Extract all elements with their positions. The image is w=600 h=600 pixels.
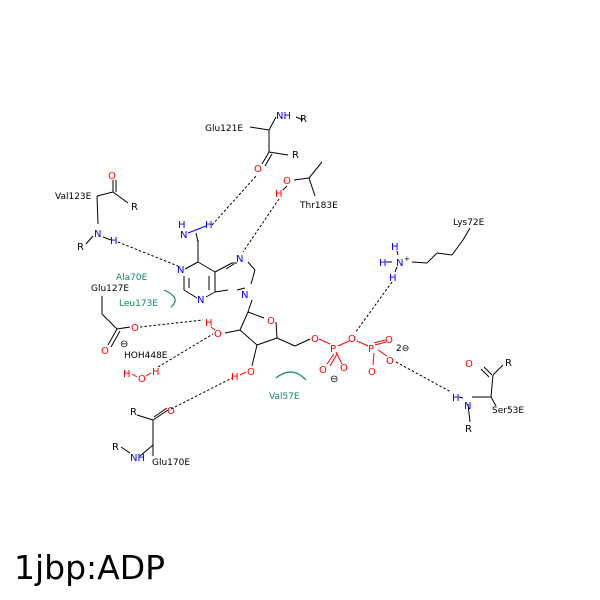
alpha-o-charge: ⊖: [330, 374, 338, 385]
ribose-3-h: H: [231, 372, 239, 383]
ser53-residue: [458, 364, 504, 423]
leu173-contact-arc: [163, 289, 176, 308]
val123-o: O: [108, 171, 116, 182]
diagram-caption: 1jbp:ADP: [14, 548, 166, 587]
glu127-charge: ⊖: [120, 339, 128, 350]
glu127-o2: O: [101, 346, 109, 357]
ser53-label: Ser53E: [492, 406, 524, 416]
thr183-residue: [282, 161, 323, 197]
val123-h: H: [110, 236, 118, 247]
adenine-c6-amine-n: N: [180, 230, 187, 241]
glu121-label: Glu121E: [205, 124, 243, 134]
val123-r-left: R: [77, 242, 84, 253]
ribose-3-o: O: [247, 367, 255, 378]
val57-label: Val57E: [269, 392, 300, 402]
ser53-n: N: [464, 401, 471, 412]
ala70-label: Ala70E: [116, 273, 148, 283]
val57-contact-arc: [275, 371, 307, 381]
ribose-2-o: O: [214, 329, 222, 340]
adenine-amine-h-right: H: [205, 220, 213, 231]
ribose-2-h: H: [205, 318, 213, 329]
hydrogen-bonds: [117, 175, 452, 410]
glu170-residue: [120, 407, 169, 457]
val123-label: Val123E: [55, 192, 92, 202]
glu121-o: O: [254, 164, 262, 175]
leu173-label: Leu173E: [119, 299, 158, 309]
phosphate-chain: [318, 338, 388, 367]
glu121-nh: NH: [276, 111, 291, 122]
glu170-o: O: [167, 406, 175, 417]
beta-phosphorus: P: [368, 344, 374, 355]
adenine-n1: N: [177, 265, 184, 276]
beta-o-bottom: O: [368, 367, 376, 378]
ser53-h: H: [452, 393, 460, 404]
glu127-residue: [101, 296, 131, 348]
lys72-h-left: H: [379, 258, 387, 269]
glu170-nh: NH: [130, 453, 145, 464]
glu170-r-left: R: [112, 442, 119, 453]
alpha-o-left: O: [319, 365, 327, 376]
adenine-n3: N: [197, 295, 204, 306]
val123-residue: [85, 180, 129, 245]
glu121-r-top: R: [300, 114, 307, 125]
glu127-o1: O: [131, 323, 139, 334]
ser53-r-top: R: [505, 358, 512, 369]
lys72-h-top: H: [391, 242, 399, 253]
ribose-5-o: O: [311, 334, 319, 345]
adenine-amine-h-left: H: [178, 220, 186, 231]
glu121-r-right: R: [292, 150, 299, 161]
ser53-r-bottom: R: [465, 424, 472, 435]
alpha-phosphorus: P: [330, 344, 336, 355]
lys72-h-bottom: H: [389, 273, 397, 284]
lys72-nz-plus: +: [404, 255, 410, 263]
glu170-label: Glu170E: [152, 458, 190, 468]
val123-n: N: [94, 229, 101, 240]
glu127-label: Glu127E: [91, 284, 129, 294]
glu121-residue: [249, 116, 304, 167]
glu170-r-top: R: [130, 407, 137, 418]
beta-o-right: O: [386, 356, 394, 367]
adenine-n9: N: [241, 290, 248, 301]
beta-charge: 2⊖: [396, 344, 409, 354]
val123-r-right: R: [131, 202, 138, 213]
lys72-label: Lys72E: [453, 218, 485, 228]
ser53-o: O: [465, 359, 473, 370]
thr183-label: Thr183E: [299, 201, 338, 211]
lys72-residue: [386, 227, 471, 273]
hoh448-o: O: [138, 374, 146, 385]
bridging-o: O: [348, 334, 356, 345]
beta-o-top: O: [385, 335, 393, 346]
hoh448-label: HOH448E: [124, 351, 168, 361]
ribose-ring-o: O: [267, 316, 275, 327]
thr183-h: H: [275, 189, 283, 200]
alpha-o-right: O: [340, 363, 348, 374]
lys72-nz: N: [396, 258, 403, 269]
hoh448-h2: H: [152, 367, 160, 378]
adenine-n7: N: [236, 254, 243, 265]
hoh448-h1: H: [123, 369, 131, 380]
adenine-ring: [183, 232, 256, 313]
thr183-o: O: [283, 176, 291, 187]
ribose-ring: [224, 311, 311, 367]
